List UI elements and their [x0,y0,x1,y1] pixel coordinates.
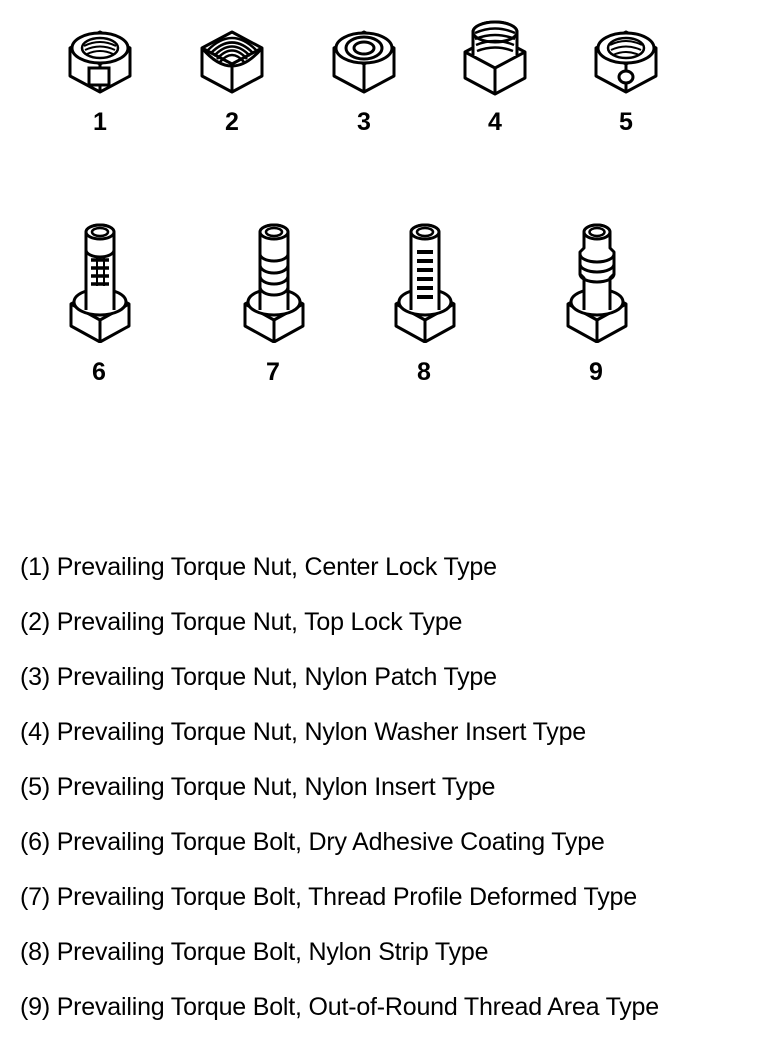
nylon-patch-rings [344,35,384,61]
fastener-bolt-9 [556,218,638,343]
fastener-nut-3 [324,22,404,100]
caption-item-4: (4) Prevailing Torque Nut, Nylon Washer … [20,718,586,746]
hex-bolt-thread-profile-deformed-icon [243,223,305,343]
fastener-nut-2 [192,22,272,100]
item-number-8: 8 [417,358,431,386]
caption-item-5: (5) Prevailing Torque Nut, Nylon Insert … [20,773,496,801]
item-number-1: 1 [93,108,107,136]
hex-nut-center-lock-icon [68,30,132,94]
out-of-round-bulge [578,223,616,310]
fastener-nut-5 [586,22,666,100]
hex-bolt-dry-adhesive-coating-icon [69,223,131,343]
item-number-2: 2 [225,108,239,136]
item-number-4: 4 [488,108,502,136]
hex-nut-nylon-patch-icon [332,30,396,94]
caption-item-6: (6) Prevailing Torque Bolt, Dry Adhesive… [20,828,605,856]
dry-adhesive-coating-patch [91,258,109,286]
hex-bolt-out-of-round-thread-area-icon [566,223,628,343]
hex-nut-top-lock-icon [200,30,264,94]
fastener-bolt-6 [59,218,141,343]
item-number-5: 5 [619,108,633,136]
caption-item-9: (9) Prevailing Torque Bolt, Out-of-Round… [20,993,659,1021]
caption-item-2: (2) Prevailing Torque Nut, Top Lock Type [20,608,463,636]
fastener-figure: 1 2 3 4 5 [0,0,768,420]
item-number-7: 7 [266,358,280,386]
item-number-6: 6 [92,358,106,386]
fastener-bolt-7 [233,218,315,343]
item-number-3: 3 [357,108,371,136]
hex-bolt-nylon-strip-icon [394,223,456,343]
fastener-nut-1 [60,22,140,100]
hex-nut-nylon-washer-insert-icon [463,20,527,96]
nylon-strip-marks [417,250,433,299]
deformed-thread-bands [258,253,290,297]
caption-list: (1) Prevailing Torque Nut, Center Lock T… [0,540,768,1035]
caption-item-1: (1) Prevailing Torque Nut, Center Lock T… [20,553,497,581]
nylon-insert-dot-mark [617,69,635,85]
fastener-nut-4 [455,18,535,100]
top-lock-crimped-threads [207,36,257,63]
center-lock-square-mark [87,66,111,87]
hex-nut-nylon-insert-icon [594,30,658,94]
fastener-bolt-8 [384,218,466,343]
caption-item-7: (7) Prevailing Torque Bolt, Thread Profi… [20,883,637,911]
caption-item-3: (3) Prevailing Torque Nut, Nylon Patch T… [20,663,497,691]
item-number-9: 9 [589,358,603,386]
caption-item-8: (8) Prevailing Torque Bolt, Nylon Strip … [20,938,489,966]
